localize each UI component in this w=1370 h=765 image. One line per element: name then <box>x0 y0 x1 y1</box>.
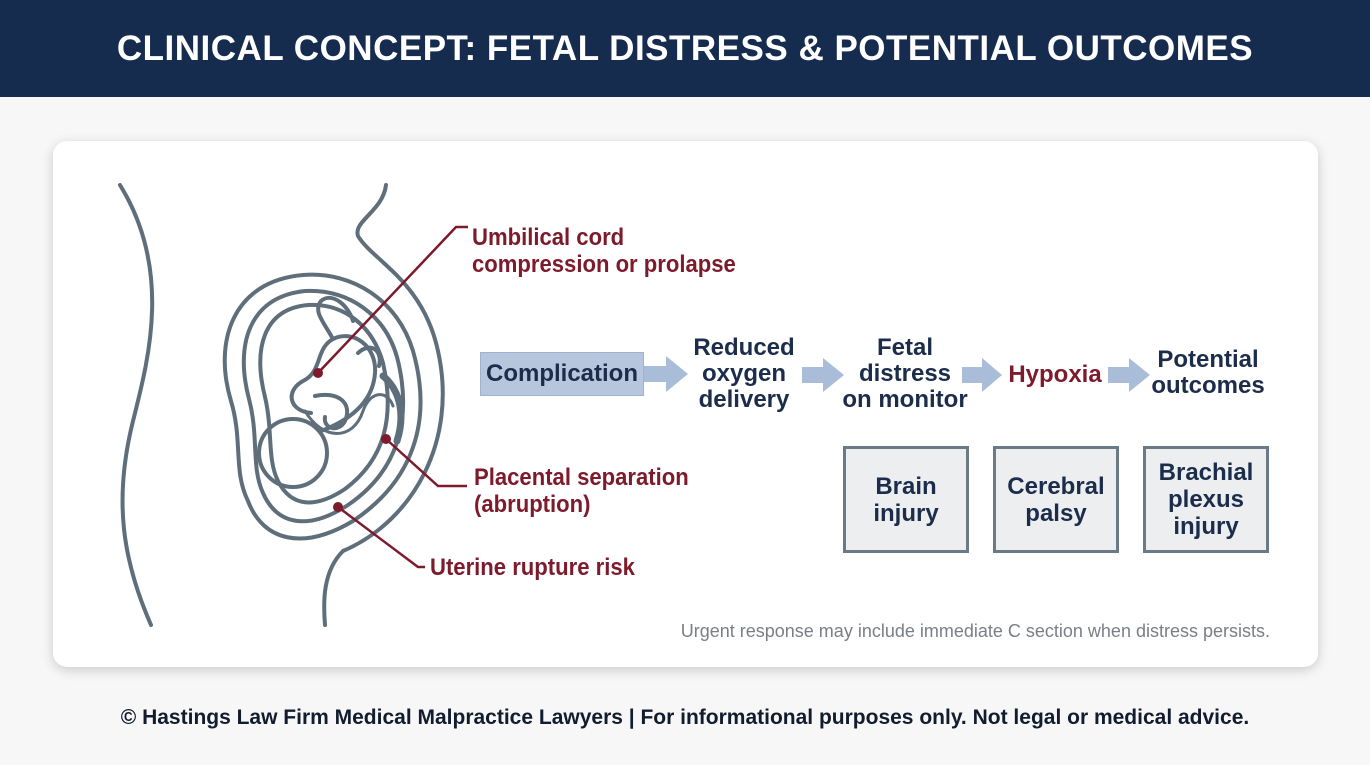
cord-leader-line <box>317 225 468 374</box>
placenta-marker-dot <box>381 434 391 444</box>
mother-belly-outline <box>322 183 445 627</box>
arrow-right-icon <box>802 358 844 392</box>
placenta <box>379 372 405 445</box>
diagram-card <box>53 141 1318 667</box>
arrow-right-icon <box>1108 358 1150 392</box>
uterine-callout: Uterine rupture risk <box>430 554 635 581</box>
outcome-box-cerebral-palsy: Cerebral palsy <box>993 446 1119 553</box>
uterine-leader-line <box>337 506 425 569</box>
cord-callout: Umbilical cord compression or prolapse <box>472 224 736 278</box>
placenta-callout: Placental separation (abruption) <box>474 464 689 518</box>
flow-step-potential-outcomes: Potential outcomes <box>1151 346 1265 399</box>
placenta-leader-line <box>385 438 467 488</box>
arrow-right-icon <box>644 356 688 392</box>
fetal-leg <box>316 295 355 341</box>
footer-disclaimer: © Hastings Law Firm Medical Malpractice … <box>120 706 1250 729</box>
cord-callout-line1: Umbilical cord <box>472 224 625 251</box>
page-title: CLINICAL CONCEPT: FETAL DISTRESS & POTEN… <box>116 28 1254 68</box>
flow-step-fetal-distress: Fetal distress on monitor <box>842 334 968 413</box>
uterine-callout-text: Uterine rupture risk <box>430 554 635 581</box>
placenta-callout-line1: Placental separation <box>474 464 689 491</box>
placenta-callout-line2: (abruption) <box>474 491 591 518</box>
page-header: CLINICAL CONCEPT: FETAL DISTRESS & POTEN… <box>0 0 1370 97</box>
mother-back-outline <box>118 183 155 627</box>
flow-step-reduced-oxygen: Reduced oxygen delivery <box>693 334 795 413</box>
flow-step-hypoxia: Hypoxia <box>1008 361 1102 388</box>
umbilical-cord <box>303 393 395 435</box>
uterine-marker-dot <box>333 502 343 512</box>
cord-callout-line2: compression or prolapse <box>472 251 736 278</box>
clinical-note: Urgent response may include immediate C … <box>680 621 1270 641</box>
fetal-arm <box>313 392 349 431</box>
fetal-foot <box>356 345 382 368</box>
arrow-right-icon <box>962 358 1002 392</box>
outcome-box-brachial-plexus: Brachial plexus injury <box>1143 446 1269 553</box>
outcome-box-brain-injury: Brain injury <box>843 446 969 553</box>
complication-box: Complication <box>480 352 644 396</box>
amniotic-sac <box>258 302 390 505</box>
pregnancy-illustration <box>118 183 468 627</box>
uterus-inner-wall <box>241 288 406 524</box>
uterus-outer-wall <box>222 272 423 541</box>
cord-marker-dot <box>313 368 323 378</box>
fetal-head <box>257 417 329 489</box>
complication-label: Complication <box>485 360 638 387</box>
